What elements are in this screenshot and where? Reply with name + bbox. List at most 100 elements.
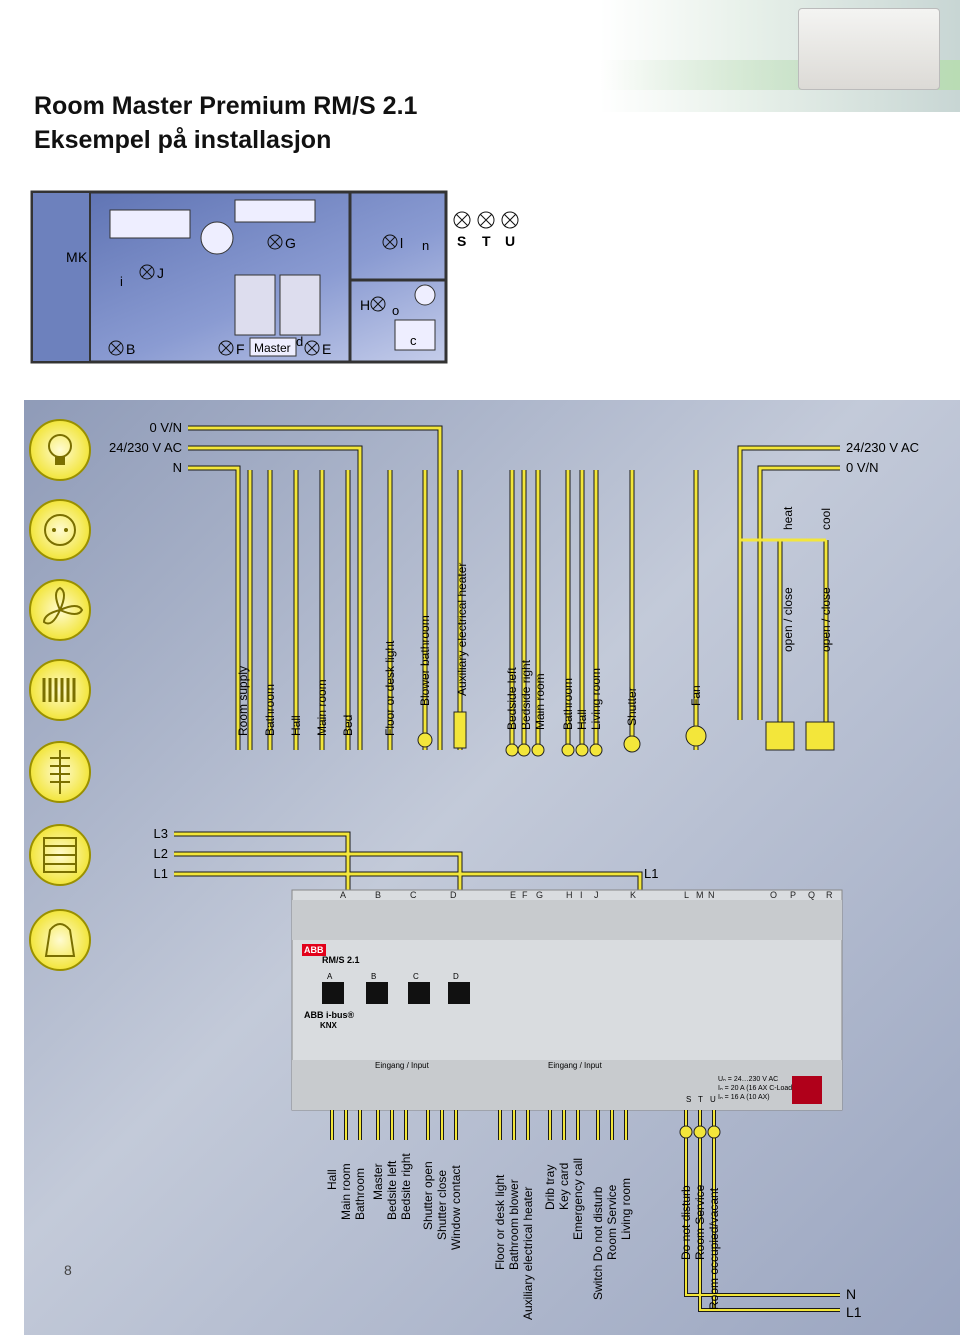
- radiator-icon: [29, 659, 91, 721]
- signal-lamp-U: U: [501, 211, 519, 249]
- heater-coil-icon: [29, 741, 91, 803]
- out-floor-desk-light: Floor or desk light: [383, 640, 397, 736]
- fp-light-G: G: [267, 234, 296, 251]
- out-bathroom-2: Bathroom: [561, 678, 575, 730]
- signal-lamp-T: T: [477, 211, 495, 249]
- svg-text:Window contact: Window contact: [449, 1165, 463, 1250]
- svg-text:Key card: Key card: [557, 1163, 571, 1210]
- input-labels: Hall Main room Bathroom Master Bedsite l…: [325, 1153, 721, 1320]
- svg-text:Uₙ = 24…230 V AC: Uₙ = 24…230 V AC: [718, 1076, 778, 1083]
- device-bus-sub: KNX: [320, 1021, 338, 1030]
- svg-text:Floor or desk light: Floor or desk light: [493, 1174, 507, 1270]
- diagram-background: [24, 400, 960, 1335]
- svg-text:D: D: [450, 890, 457, 900]
- fp-label-G: G: [285, 235, 296, 251]
- out-fan: Fan: [689, 685, 703, 706]
- svg-text:Master: Master: [371, 1163, 385, 1200]
- out-living-room: Living room: [589, 668, 603, 730]
- supply-rails: [188, 426, 840, 750]
- fp-label-l: l: [400, 235, 403, 251]
- device-input-label-1: Eingang / Input: [375, 1061, 430, 1070]
- svg-text:Room occupied/vacant: Room occupied/vacant: [707, 1187, 721, 1310]
- input-wires: [331, 1110, 840, 1311]
- device-top-letters: A B C D E F G H I J K L M N O P Q R: [340, 890, 833, 900]
- bathtub: [394, 319, 436, 351]
- fp-label-c: c: [410, 333, 417, 348]
- ceiling-lamp-photo: [798, 8, 940, 90]
- mode-heat: heat: [781, 506, 795, 530]
- svg-text:E: E: [510, 890, 516, 900]
- phase-l3: L3: [154, 826, 168, 841]
- supply-0vn-right: 0 V/N: [846, 460, 879, 475]
- svg-text:Room Service: Room Service: [605, 1184, 619, 1260]
- svg-text:Room Service: Room Service: [693, 1184, 707, 1260]
- svg-text:Bathroom: Bathroom: [353, 1168, 367, 1220]
- signal-lamp-S: S: [453, 211, 471, 249]
- svg-text:Bedsite right: Bedsite right: [399, 1153, 413, 1220]
- signal-lamps-bottom: [679, 1125, 721, 1139]
- fp-light-l: l: [382, 234, 403, 251]
- desk: [234, 199, 316, 223]
- svg-text:O: O: [770, 890, 777, 900]
- phase-l2: L2: [154, 846, 168, 861]
- knx-connector: [792, 1076, 822, 1104]
- svg-text:U: U: [505, 233, 515, 249]
- svg-text:B: B: [375, 890, 381, 900]
- out-main-room: Main room: [315, 679, 329, 736]
- svg-text:S: S: [457, 233, 466, 249]
- svg-text:Main room: Main room: [339, 1163, 353, 1220]
- svg-text:S: S: [686, 1095, 691, 1104]
- svg-text:Switch Do not disturb: Switch Do not disturb: [591, 1186, 605, 1300]
- alarm-icon: [29, 909, 91, 971]
- svg-text:G: G: [536, 890, 543, 900]
- page-number: 8: [64, 1262, 72, 1278]
- out-main-room-2: Main room: [533, 673, 547, 730]
- svg-text:Emergency call: Emergency call: [571, 1158, 585, 1240]
- svg-text:C: C: [413, 972, 419, 981]
- svg-text:T: T: [698, 1095, 703, 1104]
- svg-text:Iₙ = 20 A (16 AX C-Load): Iₙ = 20 A (16 AX C-Load): [718, 1085, 795, 1092]
- out-valve-cool: open / close: [819, 587, 833, 652]
- load-valve-cool: [805, 721, 835, 751]
- fp-label-H: H: [360, 297, 370, 313]
- svg-text:R: R: [826, 890, 833, 900]
- svg-text:Iₙ = 16 A (10 AX): Iₙ = 16 A (10 AX): [718, 1094, 770, 1101]
- svg-text:Bathroom blower: Bathroom blower: [507, 1179, 521, 1270]
- bottom-n: N: [846, 1286, 856, 1302]
- fp-light-E: E: [304, 340, 331, 357]
- fp-label-o: o: [392, 303, 399, 318]
- page-subtitle: Eksempel på installasjon: [34, 126, 332, 154]
- socket-icon: [29, 499, 91, 561]
- out-valve-heat: open / close: [781, 587, 795, 652]
- sofa: [109, 209, 191, 239]
- wiring-diagram: 0 V/N 24/230 V AC N 24/230 V AC 0 V/N: [24, 400, 960, 1335]
- svg-text:Living room: Living room: [619, 1178, 633, 1240]
- svg-text:P: P: [790, 890, 796, 900]
- floor-plan: G l n J M K i H o B F Master d E c S T U: [30, 190, 519, 364]
- phase-l1-right: L1: [644, 866, 658, 881]
- output-labels: Room supply Bathroom Hall Main room Bed …: [236, 506, 833, 736]
- device-bus: ABB i-bus®: [304, 1010, 354, 1020]
- svg-text:B: B: [371, 972, 376, 981]
- svg-text:L: L: [684, 890, 689, 900]
- output-wires: [248, 470, 828, 750]
- svg-text:Shutter open: Shutter open: [421, 1161, 435, 1230]
- fp-label-M: M: [66, 249, 78, 265]
- supply-24-230-right: 24/230 V AC: [846, 440, 919, 455]
- fp-label-i: i: [120, 274, 123, 289]
- svg-text:T: T: [482, 233, 491, 249]
- svg-text:Do not disturb: Do not disturb: [679, 1185, 693, 1260]
- supply-0vn-left: 0 V/N: [149, 420, 182, 435]
- load-fan-motor: [685, 725, 707, 747]
- towel-heater-icon: [29, 824, 91, 886]
- fp-light-B: B: [108, 340, 135, 357]
- fp-light-F: F: [218, 340, 245, 357]
- fan-icon: [29, 579, 91, 641]
- svg-text:M: M: [696, 890, 704, 900]
- svg-text:F: F: [522, 890, 528, 900]
- device-stu: S T U: [686, 1095, 716, 1104]
- svg-text:C: C: [410, 890, 417, 900]
- svg-text:U: U: [710, 1095, 716, 1104]
- svg-text:Bedsite left: Bedsite left: [385, 1160, 399, 1220]
- light-bulb-icon: [29, 419, 91, 481]
